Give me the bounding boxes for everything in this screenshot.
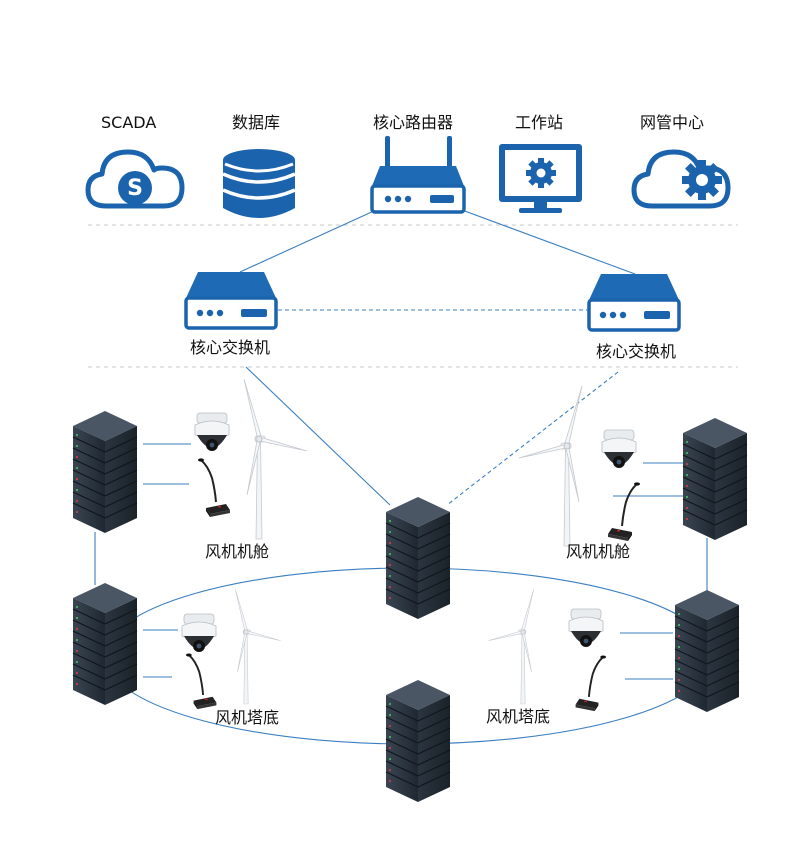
- link-switch-left-rack: [245, 366, 391, 506]
- label-nms-center: 网管中心: [640, 113, 705, 132]
- cloud-gear-icon: [631, 149, 731, 209]
- switch-icon-right: [587, 272, 681, 332]
- server-rack-icon: [385, 496, 451, 620]
- link-switch-right-rack: [446, 371, 619, 506]
- label-tower-left: 风机塔底: [215, 708, 280, 727]
- monitor-gear-icon: [499, 144, 582, 213]
- ptz-camera-icon: [601, 429, 637, 469]
- microphone-icon: [185, 652, 218, 711]
- label-workstation: 工作站: [515, 113, 564, 132]
- server-rack-icon: [674, 589, 740, 713]
- label-database: 数据库: [232, 113, 281, 132]
- link-router-switch-left: [239, 209, 377, 273]
- cloud-s-icon: S: [85, 149, 185, 209]
- database-icon: [222, 149, 296, 218]
- wind-turbine-icon: [488, 588, 535, 705]
- label-nacelle-right: 风机机舱: [566, 542, 631, 561]
- link-router-switch-right: [461, 209, 636, 275]
- server-rack-icon: [682, 417, 748, 541]
- label-nacelle-left: 风机机舱: [205, 542, 270, 561]
- label-core-router: 核心路由器: [373, 113, 454, 132]
- microphone-icon: [574, 654, 607, 713]
- wind-turbine-icon: [234, 588, 281, 705]
- ptz-camera-icon: [568, 608, 604, 648]
- wind-turbine-icon: [243, 378, 308, 540]
- ptz-camera-icon: [194, 412, 230, 452]
- server-rack-icon: [72, 410, 138, 534]
- label-switch-right: 核心交换机: [596, 342, 677, 361]
- label-switch-left: 核心交换机: [190, 338, 271, 357]
- label-scada: SCADA: [101, 113, 157, 132]
- server-rack-icon: [385, 679, 451, 803]
- wind-turbine-icon: [518, 385, 583, 547]
- ptz-camera-icon: [181, 613, 217, 653]
- router-icon: [370, 136, 466, 214]
- switch-icon-left: [184, 270, 278, 330]
- svg-text:S: S: [127, 176, 143, 201]
- label-tower-right: 风机塔底: [486, 707, 551, 726]
- microphone-icon: [607, 481, 641, 542]
- server-rack-icon: [72, 582, 138, 706]
- microphone-icon: [197, 457, 231, 518]
